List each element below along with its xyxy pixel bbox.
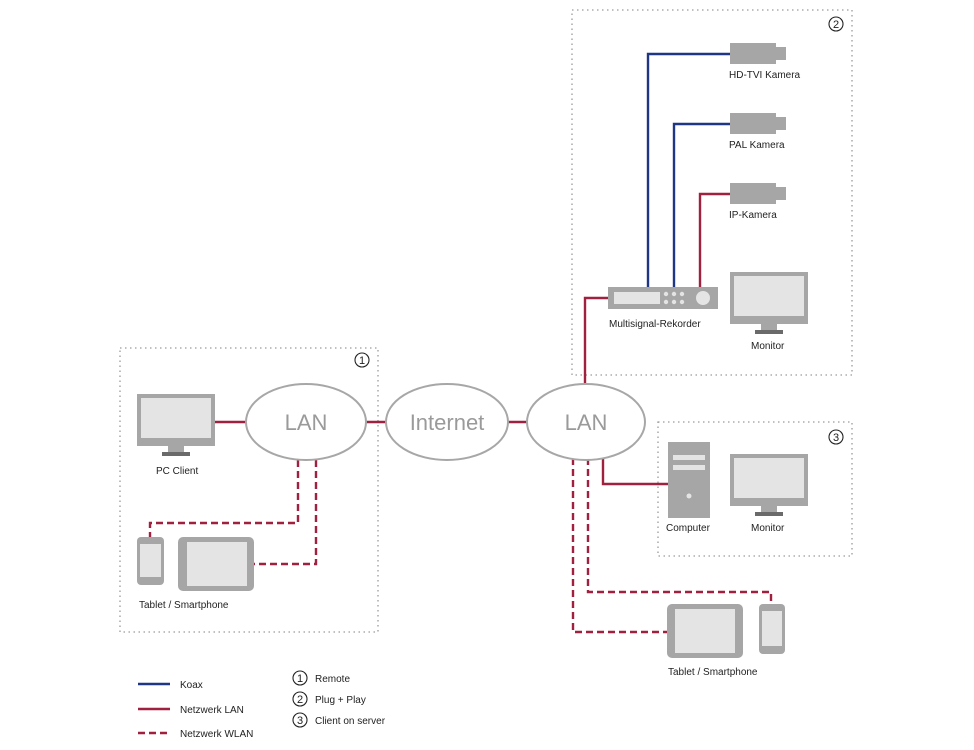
legend-label-plug-play: Plug + Play — [315, 695, 366, 706]
cloud-lan-left: LAN — [245, 383, 367, 461]
tablet-left-icon — [178, 537, 254, 591]
lan-line-ip-camera — [698, 192, 730, 287]
lan-line-recorder — [583, 296, 608, 386]
svg-text:1: 1 — [359, 355, 365, 367]
computer-label: Computer — [666, 523, 711, 534]
legend-number-3: 3 — [297, 715, 303, 727]
zone-client-on-server-frame — [657, 421, 853, 557]
monitor-top-label: Monitor — [751, 341, 785, 352]
smartphone-right-icon — [759, 604, 785, 654]
computer-icon — [668, 442, 710, 518]
tablet-left-label: Tablet / Smartphone — [139, 600, 229, 611]
legend-label-remote: Remote — [315, 674, 350, 685]
legend-label-wlan: Netzwerk WLAN — [180, 729, 253, 740]
recorder-label: Multisignal-Rekorder — [609, 319, 701, 330]
pc-client-icon — [137, 394, 215, 456]
monitor-top-icon — [730, 272, 808, 334]
wlan-line-tablet-left — [253, 460, 318, 566]
zone-number-2: 2 — [828, 16, 844, 32]
legend-number-2: 2 — [297, 694, 303, 706]
ip-camera-icon — [730, 183, 786, 204]
pal-camera-icon — [730, 113, 786, 134]
svg-text:3: 3 — [833, 432, 839, 444]
svg-text:Internet: Internet — [410, 410, 485, 435]
wlan-line-tablet-right — [571, 458, 667, 634]
pal-camera-label: PAL Kamera — [729, 140, 785, 151]
recorder-icon — [608, 287, 718, 309]
zone-number-3: 3 — [828, 429, 844, 445]
cloud-lan-right: LAN — [526, 383, 646, 461]
hdtvi-camera-icon — [730, 43, 786, 64]
smartphone-left-icon — [137, 537, 164, 585]
coax-line-pal — [672, 122, 730, 287]
tablet-right-label: Tablet / Smartphone — [668, 667, 758, 678]
cloud-internet: Internet — [385, 383, 509, 461]
hdtvi-camera-label: HD-TVI Kamera — [729, 70, 801, 81]
svg-text:LAN: LAN — [285, 410, 328, 435]
zone-number-1: 1 — [354, 352, 370, 368]
legend-number-1: 1 — [297, 673, 303, 685]
svg-text:LAN: LAN — [565, 410, 608, 435]
monitor-bottom-icon — [730, 454, 808, 516]
legend-lines: Koax Netzwerk LAN Netzwerk WLAN — [138, 680, 253, 740]
ip-camera-label: IP-Kamera — [729, 210, 777, 221]
svg-text:2: 2 — [833, 19, 839, 31]
coax-line-hdtvi — [646, 52, 730, 287]
legend-label-client-on-server: Client on server — [315, 716, 386, 727]
lan-line-computer — [601, 458, 668, 486]
zone-remote-frame — [119, 347, 379, 633]
tablet-right-icon — [667, 604, 743, 658]
zone-plug-play-frame — [571, 9, 853, 376]
wlan-line-smartphone-right — [586, 458, 773, 604]
monitor-bottom-label: Monitor — [751, 523, 785, 534]
wlan-line-smartphone-left — [148, 460, 300, 537]
legend-label-lan: Netzwerk LAN — [180, 705, 244, 716]
legend-label-koax: Koax — [180, 680, 203, 691]
legend-numbers: 1 Remote 2 Plug + Play 3 Client on serve… — [292, 670, 386, 728]
pc-client-label: PC Client — [156, 466, 198, 477]
